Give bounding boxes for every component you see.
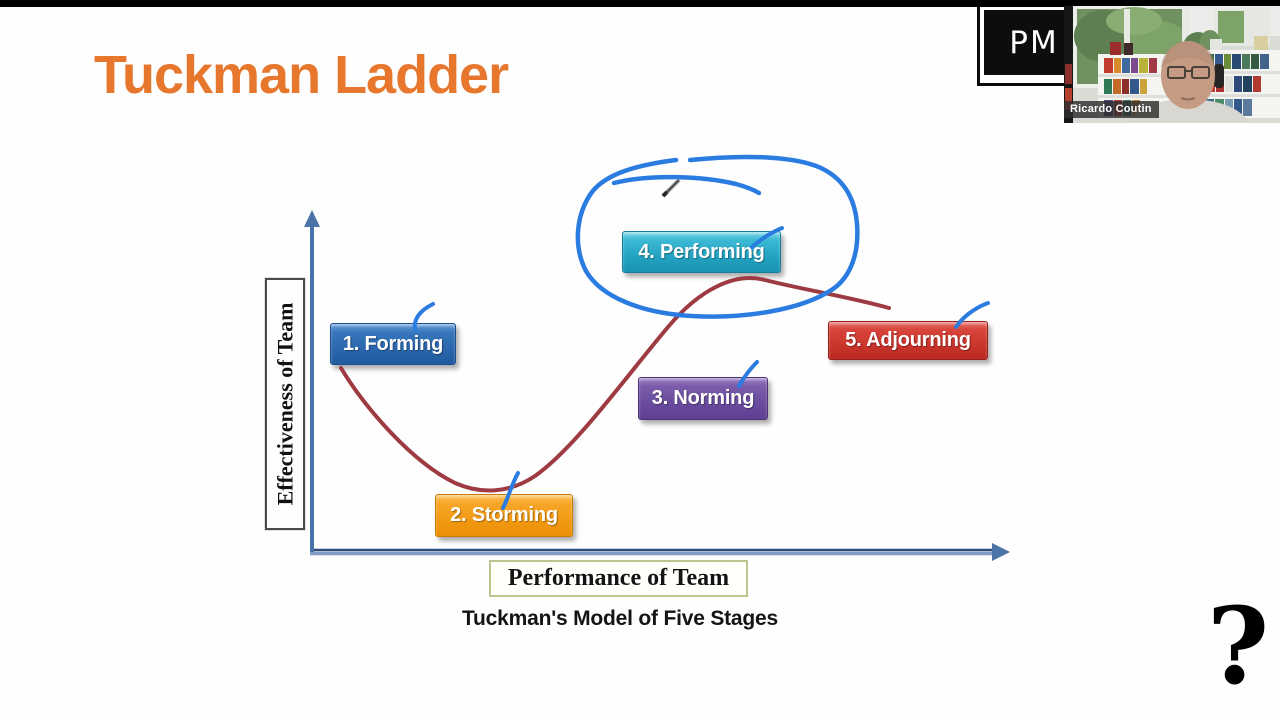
pencil-cursor-icon [661,178,681,198]
x-axis-label: Performance of Team [507,565,730,591]
performance-curve [339,276,891,493]
slide-title: Tuckman Ladder [94,45,509,105]
diagram-caption: Tuckman's Model of Five Stages [461,607,778,630]
stage-label-adjourning: 5. Adjourning [845,329,971,351]
stage-box-forming: 1. Forming [330,323,456,365]
question-mark: ? [1206,583,1270,708]
webcam-scene [1064,6,1280,123]
headset-earcup [1214,64,1224,88]
y-axis-label: Effectiveness of Team [272,302,298,506]
x-axis-label-box: Performance of Team [489,560,748,597]
pen-circle-annotation-tail [611,174,762,196]
glasses-icon [1167,66,1186,79]
webcam-tile: Ricardo Coutin [1064,6,1280,123]
stage-label-forming: 1. Forming [342,332,444,355]
stage-box-norming: 3. Norming [638,377,768,420]
pm-logo-text: PM [1009,24,1059,61]
stage-label-storming: 2. Storming [450,504,558,526]
stage-box-performing: 4. Performing [622,231,781,273]
y-axis-arrowhead [304,210,320,227]
y-axis-label-box: Effectiveness of Team [265,278,305,530]
participant-name-tag: Ricardo Coutin [1064,101,1159,118]
stage-box-adjourning: 5. Adjourning [828,321,988,360]
x-axis-arrowhead [992,543,1010,561]
stage-label-performing: 4. Performing [638,240,765,263]
stage-box-storming: 2. Storming [435,494,573,537]
pm-logo: PM [977,2,1084,86]
top-black-bar [0,0,1280,7]
stage-label-norming: 3. Norming [651,387,755,409]
